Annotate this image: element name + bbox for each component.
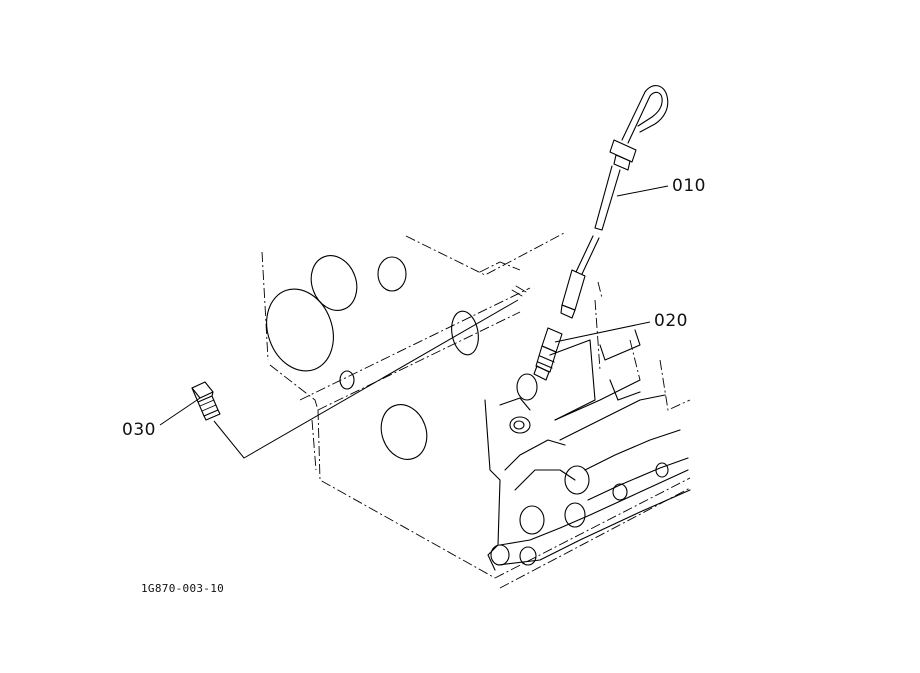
block-details — [484, 285, 691, 571]
callout-010: 010 — [672, 176, 706, 196]
callout-020: 020 — [654, 311, 688, 331]
drain-plug — [191, 381, 221, 421]
dipstick-guide — [533, 327, 563, 381]
engine-block-outline — [261, 231, 691, 589]
block-holes — [266, 255, 538, 460]
callout-030: 030 — [122, 420, 156, 440]
dipstick — [560, 85, 669, 319]
leader-lines — [159, 185, 669, 459]
drawing-code: 1G870-003-10 — [141, 582, 225, 595]
